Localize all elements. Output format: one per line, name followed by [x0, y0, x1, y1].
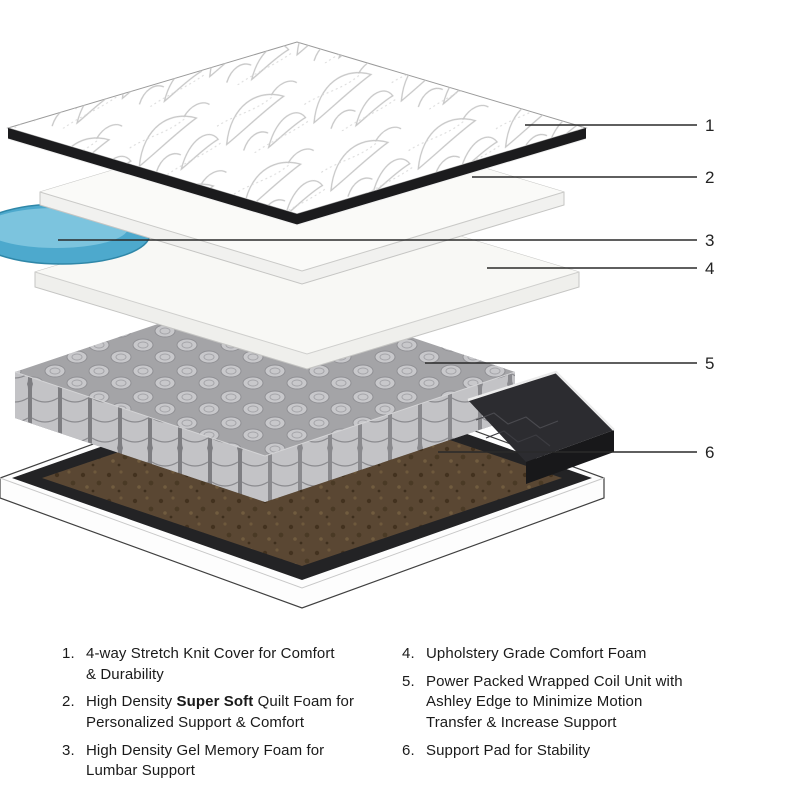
legend-item-2-text: High Density Super Soft Quilt Foam for P… [86, 692, 378, 733]
callout-number-6: 6 [705, 443, 714, 462]
knit-cover-layer [6, 41, 588, 226]
callout-number-5: 5 [705, 354, 714, 373]
legend-item-2-number: 2. [62, 693, 75, 711]
legend-column-right: 4. Upholstery Grade Comfort Foam 5. Powe… [402, 644, 712, 789]
base-edge-line [0, 477, 605, 589]
legend-item-5: 5. Power Packed Wrapped Coil Unit with A… [402, 672, 712, 734]
quilt-foam-edge [39, 191, 565, 272]
callout-number-3: 3 [705, 231, 714, 250]
callout-number-4: 4 [705, 259, 714, 278]
legend: 1. 4-way Stretch Knit Cover for Comfort … [0, 620, 800, 789]
coil-right-texture [265, 372, 515, 502]
legend-item-3-text: High Density Gel Memory Foam for Lumbar … [86, 741, 325, 780]
ashley-edge-border [467, 370, 615, 484]
legend-item-1-number: 1. [62, 645, 75, 662]
legend-item-2-text-post: Quilt Foam for Personalized Support & Co… [86, 693, 355, 732]
legend-item-6-text: Support Pad for Stability [426, 741, 591, 759]
legend-item-2-text-pre: High Density [86, 693, 177, 711]
callout-numbers: 1 2 3 4 5 6 [705, 116, 714, 462]
callout-number-1: 1 [705, 116, 714, 135]
legend-item-1-text: 4-way Stretch Knit Cover for Comfort & D… [86, 645, 335, 683]
coil-unit [14, 288, 516, 502]
comfort-foam-edge [34, 271, 580, 355]
legend-item-6: 6. Support Pad for Stability [402, 741, 712, 762]
legend-item-5-text: Power Packed Wrapped Coil Unit with Ashl… [426, 672, 683, 732]
callout-number-2: 2 [705, 168, 714, 187]
legend-item-4: 4. Upholstery Grade Comfort Foam [402, 644, 712, 665]
legend-item-2-text-bold: Super Soft [176, 693, 254, 711]
cover-binding-stitch [7, 138, 587, 226]
legend-item-4-text: Upholstery Grade Comfort Foam [426, 645, 647, 662]
legend-item-1: 1. 4-way Stretch Knit Cover for Comfort … [62, 644, 378, 685]
mattress-exploded-diagram: 1 2 3 4 5 6 [0, 41, 714, 609]
legend-item-4-number: 4. [402, 645, 415, 662]
legend-item-6-number: 6. [402, 741, 415, 759]
legend-item-5-number: 5. [402, 672, 415, 690]
legend-column-left: 1. 4-way Stretch Knit Cover for Comfort … [62, 644, 378, 789]
edge-border-chevron-2 [485, 430, 551, 447]
edge-border-front [526, 430, 614, 484]
coil-edge-highlight [14, 371, 516, 457]
edge-border-chevron [475, 412, 559, 429]
legend-item-3: 3. High Density Gel Memory Foam for Lumb… [62, 741, 378, 782]
edge-border-piping [467, 370, 615, 431]
callout-lines [58, 124, 697, 453]
coil-left-texture [15, 372, 265, 502]
legend-item-2: 2. High Density Super Soft Quilt Foam fo… [62, 692, 378, 733]
legend-item-3-number: 3. [62, 741, 75, 759]
